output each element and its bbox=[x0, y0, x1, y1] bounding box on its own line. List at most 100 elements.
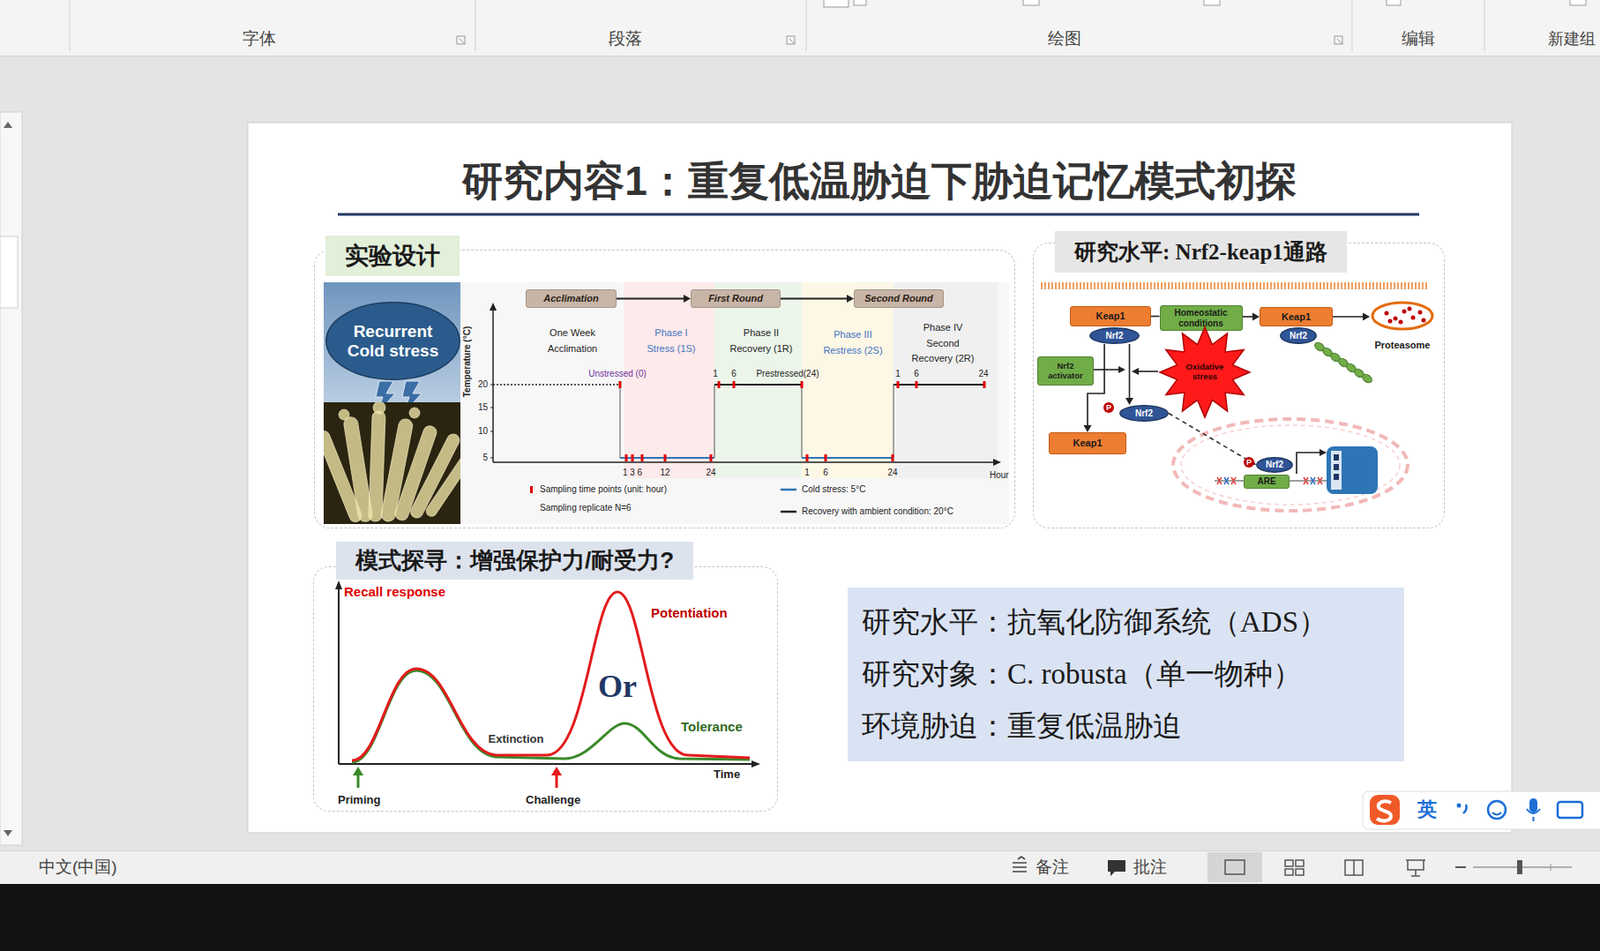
ribbon-group-label: 绘图 bbox=[1047, 29, 1082, 49]
priming-arrow bbox=[357, 773, 360, 788]
activator-arrow bbox=[1091, 368, 1120, 371]
connector-line bbox=[616, 298, 685, 300]
view-active bbox=[1207, 852, 1263, 883]
node-text: 研究对象：C. robusta（单一物种） bbox=[861, 657, 1302, 693]
ime-emoji-smile bbox=[1492, 812, 1502, 815]
ellipse-node: Nrf2 bbox=[1089, 327, 1140, 344]
burst-shape: Oxidative stress bbox=[1158, 326, 1252, 419]
proteasome-dot bbox=[1421, 318, 1427, 323]
membrane-band bbox=[1040, 282, 1429, 290]
axis-head bbox=[993, 458, 1002, 466]
nucleus bbox=[1173, 418, 1408, 511]
legend-sample bbox=[530, 485, 533, 494]
time-label: 1 bbox=[712, 368, 718, 380]
node-text: Nrf2 bbox=[1289, 330, 1308, 341]
time-label: Hour bbox=[989, 470, 1010, 481]
legend-text: Sampling time points (unit: hour) bbox=[539, 484, 667, 495]
legend-text: Cold stress: 5°C bbox=[801, 484, 866, 495]
target-gene-strip bbox=[1330, 450, 1342, 490]
phase-label: One Week Acclimation bbox=[543, 325, 602, 357]
ellipse-outline bbox=[1280, 328, 1316, 344]
connector bbox=[780, 294, 854, 303]
phosphate-mark: P bbox=[1243, 456, 1255, 468]
priming-arrow-head bbox=[352, 766, 364, 776]
status-text: 批注 bbox=[1133, 857, 1167, 877]
phase-band bbox=[624, 282, 715, 479]
curve-label: Recall response bbox=[343, 583, 446, 599]
proteasome-dot bbox=[1418, 310, 1423, 315]
panel-heading: 研究水平: Nrf2-keap1通路 bbox=[1054, 231, 1347, 273]
ellipse-node: Recurrent Cold stress bbox=[325, 301, 461, 381]
view-icons bbox=[1285, 859, 1426, 876]
panel: 研究水平: Nrf2-keap1通路Keap1Nrf2Homeostatic c… bbox=[1032, 242, 1445, 529]
scroll-down bbox=[3, 829, 13, 837]
connector-line bbox=[1242, 315, 1255, 318]
process-box: Second Round bbox=[853, 289, 944, 308]
node-text: Proteasome bbox=[1375, 339, 1431, 351]
scroll-strip bbox=[0, 112, 23, 845]
stress-arrow bbox=[1137, 370, 1159, 373]
transcription-arrow bbox=[1296, 452, 1321, 474]
time-label: 24 bbox=[705, 467, 716, 479]
connector-line bbox=[1151, 315, 1160, 318]
taskbar-ground bbox=[0, 883, 1600, 951]
time-label: 24 bbox=[978, 368, 988, 380]
node-text: 环境胁迫：重复低温胁迫 bbox=[861, 709, 1182, 745]
curve-label: Time bbox=[713, 768, 741, 782]
phase-band bbox=[893, 282, 998, 479]
curve-axis-head bbox=[751, 760, 761, 768]
axis-title: Temperature (°C) bbox=[462, 326, 473, 398]
node-text: ARE bbox=[1256, 476, 1276, 486]
proteasome-dot bbox=[1398, 320, 1404, 325]
axis-head bbox=[489, 302, 497, 311]
curve-axis-head bbox=[335, 580, 343, 590]
process-box: Keap1 bbox=[1069, 306, 1152, 327]
connector-line bbox=[780, 298, 848, 300]
ellipse-node: Nrf2 bbox=[1119, 404, 1169, 422]
curve-axis bbox=[337, 587, 340, 764]
ellipse-outline bbox=[326, 302, 460, 380]
ribbon-group-label: 字体 bbox=[242, 29, 277, 49]
workspace bbox=[0, 56, 1600, 851]
phase-label: Phase IV Second Recovery (2R) bbox=[910, 320, 976, 367]
slide bbox=[247, 122, 1512, 833]
connector bbox=[1125, 343, 1134, 405]
ribbon-separators bbox=[69, 0, 1485, 52]
transcription-arrow-head bbox=[1319, 448, 1327, 457]
ribbon-icons bbox=[823, 0, 1586, 8]
ellipse-node: Nrf2 bbox=[1279, 327, 1317, 344]
connector-line bbox=[1168, 413, 1251, 463]
connector bbox=[1242, 313, 1261, 322]
scroll-thumb bbox=[0, 236, 18, 308]
proteasome-dot bbox=[1407, 306, 1413, 312]
node-text: Homeostatic conditions bbox=[1164, 307, 1239, 328]
connector bbox=[1332, 313, 1370, 322]
slide-title: 研究内容1：重复低温胁迫下胁迫记忆模式初探 bbox=[462, 154, 1297, 210]
arrow-head bbox=[1252, 313, 1260, 322]
star-outline bbox=[1159, 327, 1250, 418]
arrow-head bbox=[1362, 313, 1370, 322]
ime-emoji bbox=[1487, 800, 1506, 819]
proteasome-node: Proteasome bbox=[1369, 300, 1436, 352]
time-label: 1 3 6 bbox=[622, 467, 643, 479]
node-text: Oxidative stress bbox=[1181, 362, 1229, 382]
ime-comma bbox=[1463, 804, 1467, 814]
ciona-tubes bbox=[323, 402, 461, 524]
node-text: Keap1 bbox=[1072, 437, 1102, 449]
activator-arrow-head bbox=[1118, 366, 1126, 374]
status-bar bbox=[0, 850, 1600, 884]
curve-axis bbox=[338, 762, 754, 765]
curve-label: Challenge bbox=[525, 793, 581, 808]
ellipse-outline bbox=[1090, 328, 1139, 344]
process-box: Keap1 bbox=[1048, 432, 1127, 455]
node-text: Recurrent Cold stress bbox=[340, 321, 447, 360]
ime-keyboard bbox=[1557, 801, 1583, 818]
legend-sample bbox=[780, 488, 797, 492]
connector-line bbox=[1332, 315, 1364, 318]
proteasome-outline bbox=[1372, 302, 1433, 329]
ime-mic-stand bbox=[1526, 808, 1541, 822]
axis-ticks bbox=[490, 384, 494, 458]
node-text: Nrf2 activator bbox=[1041, 361, 1090, 381]
proteasome-dot bbox=[1402, 309, 1407, 315]
